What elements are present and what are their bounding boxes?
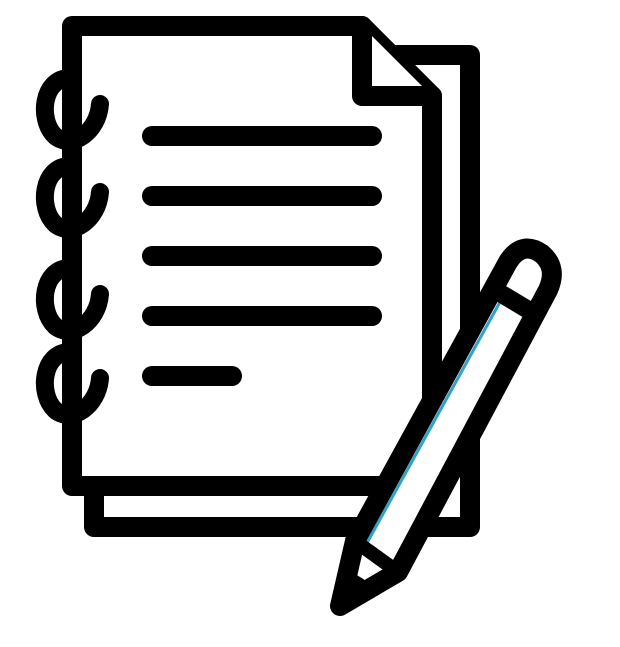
- spiral-ring: [35, 259, 109, 340]
- spiral-ring: [35, 157, 109, 238]
- spiral-ring: [35, 69, 109, 150]
- folded-corner: [352, 16, 442, 106]
- text-lines: [142, 126, 382, 386]
- pencil-tip-line: [350, 535, 403, 578]
- pencil-tip: [340, 572, 368, 606]
- pencil-band: [495, 285, 535, 319]
- spiral-binding: [35, 69, 109, 424]
- pencil-accent-edge: [360, 301, 502, 553]
- pencil-icon: [330, 238, 562, 616]
- spiral-ring: [35, 343, 109, 424]
